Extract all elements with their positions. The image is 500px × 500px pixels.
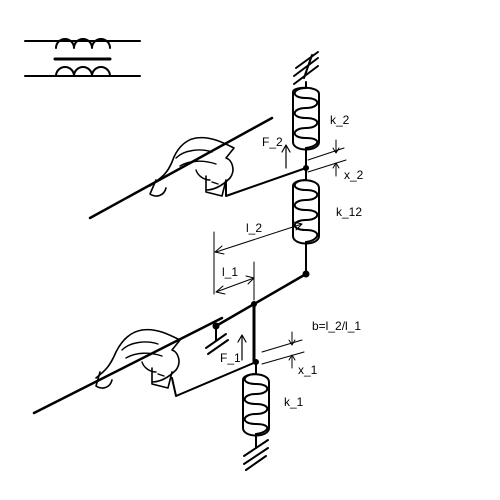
- upper-lever: [88, 116, 307, 220]
- spring-k2-icon: [292, 81, 320, 169]
- coupling-lever: [214, 272, 308, 364]
- label-k2: k_2: [330, 113, 350, 127]
- ground-hatch-bottom-icon: [243, 439, 269, 471]
- label-ratio-b: b=l_2/l_1: [312, 319, 361, 333]
- spring-k12-icon: [292, 167, 320, 275]
- dimension-l2: [213, 221, 303, 295]
- force-f2-arrow: [281, 144, 291, 169]
- label-k12: k_12: [336, 205, 362, 219]
- hand-lower-icon: [95, 328, 181, 389]
- joint-coupling-mid: [251, 301, 257, 307]
- ground-hatch-top-icon: [293, 51, 319, 85]
- joint-coupling-right: [302, 270, 310, 278]
- label-f2: F_2: [262, 135, 283, 149]
- label-l1: l_1: [222, 265, 238, 279]
- label-k1: k_1: [284, 395, 304, 409]
- label-x1: x_1: [298, 363, 318, 377]
- dimension-l1: [215, 261, 255, 301]
- displacement-x1-marker: [261, 331, 305, 369]
- displacement-x2-marker: [307, 139, 347, 177]
- transformer-symbol-icon: [24, 38, 141, 77]
- lower-lever: [32, 316, 257, 415]
- label-l2: l_2: [246, 221, 262, 235]
- force-f1-arrow: [237, 334, 247, 361]
- label-x2: x_2: [344, 168, 364, 182]
- spring-k1-icon: [242, 361, 270, 449]
- hand-upper-icon: [149, 136, 235, 197]
- ground-hatch-pivot-icon: [205, 325, 229, 355]
- label-f1: F_1: [220, 351, 241, 365]
